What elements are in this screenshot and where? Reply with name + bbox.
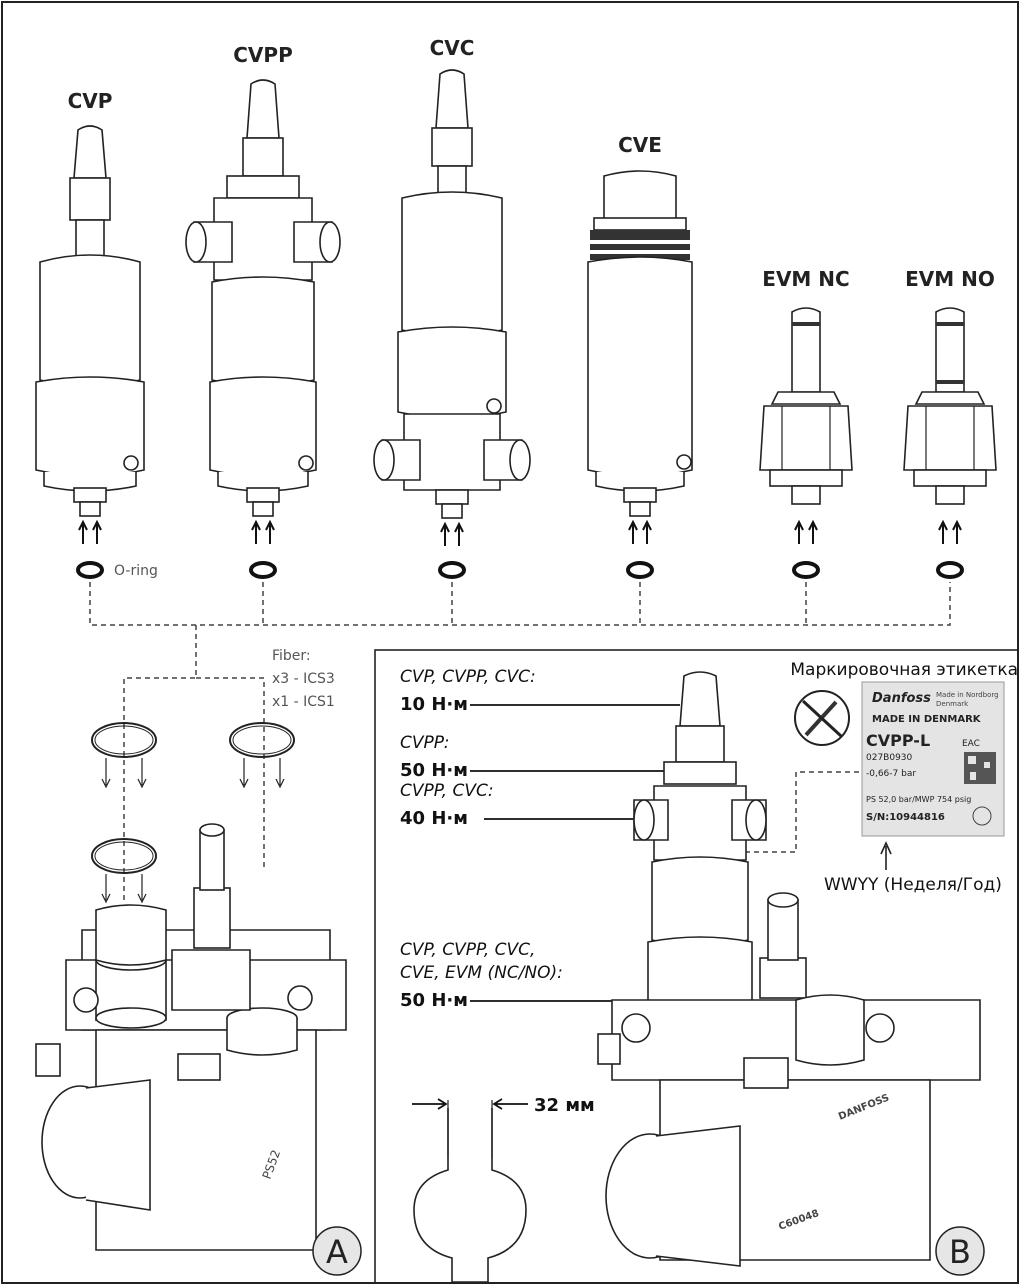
- valve-label-cvpp: CVPP: [233, 43, 292, 67]
- nameplate: Danfoss Made in Nordborg Denmark MADE IN…: [861, 681, 1005, 837]
- valve-cve: CVE: [587, 133, 693, 579]
- svg-text:Fiber:: Fiber:: [272, 648, 311, 664]
- svg-text:027B0930: 027B0930: [866, 753, 913, 763]
- valve-label-evm-no: EVM NO: [905, 267, 995, 291]
- svg-text:50 Н·м: 50 Н·м: [400, 760, 468, 781]
- svg-text:CVP, CVPP, CVC,: CVP, CVPP, CVC,: [400, 940, 535, 960]
- svg-text:10 Н·м: 10 Н·м: [400, 694, 468, 715]
- label-title: Маркировочная этикетка: [790, 660, 1018, 680]
- svg-text:A: A: [326, 1233, 348, 1271]
- svg-text:Denmark: Denmark: [936, 700, 969, 708]
- panel-b-frame: [374, 649, 1019, 1284]
- svg-text:B: B: [949, 1233, 971, 1271]
- valve-label-cve: CVE: [618, 133, 662, 157]
- svg-text:CVPP, CVC:: CVPP, CVC:: [400, 781, 494, 801]
- date-code: WWYY (Неделя/Год): [824, 875, 1002, 895]
- svg-text:EAC: EAC: [962, 739, 980, 749]
- torque-base: CVP, CVPP, CVC, CVE, EVM (NC/NO): 50 Н·м: [400, 940, 690, 1011]
- valve-evm-no: EVM NO: [903, 267, 997, 579]
- valve-label-evm-nc: EVM NC: [762, 267, 849, 291]
- panel-b: Маркировочная этикетка Danfoss Made in N…: [374, 649, 1019, 1284]
- torque-cap: CVP, CVPP, CVC: 10 Н·м: [400, 667, 680, 715]
- svg-text:CVPP:: CVPP:: [400, 733, 449, 753]
- valve-label-cvp: CVP: [68, 89, 113, 113]
- panel-a-badge: A: [312, 1226, 362, 1276]
- svg-text:x3 - ICS3: x3 - ICS3: [272, 671, 335, 687]
- valve-cvc: CVC: [373, 36, 531, 579]
- svg-text:x1 - ICS1: x1 - ICS1: [272, 694, 335, 710]
- svg-text:CVE, EVM (NC/NO):: CVE, EVM (NC/NO):: [400, 963, 563, 983]
- svg-text:PS 52,0 bar/MWP 754 psig: PS 52,0 bar/MWP 754 psig: [866, 795, 971, 804]
- svg-text:CVP, CVPP, CVC:: CVP, CVPP, CVC:: [400, 667, 536, 687]
- valve-evm-nc: EVM NC: [759, 267, 853, 579]
- wrench-icon: [412, 1098, 528, 1283]
- svg-text:CVPP-L: CVPP-L: [866, 731, 930, 750]
- valve-cvpp: CVPP: [185, 43, 341, 579]
- svg-text:40 Н·м: 40 Н·м: [400, 808, 468, 829]
- torque-cvpp-nut: CVPP: 50 Н·м: [400, 733, 680, 781]
- nameplate-brand: Danfoss: [872, 691, 931, 706]
- panel-b-badge: B: [935, 1226, 985, 1276]
- svg-text:S/N:10944816: S/N:10944816: [866, 812, 945, 823]
- svg-text:-0,66-7 bar: -0,66-7 bar: [866, 769, 916, 779]
- svg-text:Made in Nordborg: Made in Nordborg: [936, 691, 999, 699]
- valve-cvp: CVP O-ring: [35, 89, 158, 579]
- no-screwdriver-icon: [794, 690, 850, 746]
- svg-text:MADE IN DENMARK: MADE IN DENMARK: [872, 714, 982, 725]
- wrench-size: 32 мм: [534, 1095, 595, 1116]
- fiber-note: Fiber: x3 - ICS3 x1 - ICS1: [272, 648, 335, 710]
- svg-text:50 Н·м: 50 Н·м: [400, 990, 468, 1011]
- valve-b-assembly: DANFOSS C60048: [597, 671, 981, 1267]
- oring-label: O-ring: [114, 563, 158, 579]
- connector-lines: [89, 582, 951, 900]
- panel-a: Fiber: x3 - ICS3 x1 - ICS1 PS52: [35, 648, 362, 1276]
- valve-label-cvc: CVC: [430, 36, 475, 60]
- torque-side-plugs: CVPP, CVC: 40 Н·м: [400, 781, 636, 829]
